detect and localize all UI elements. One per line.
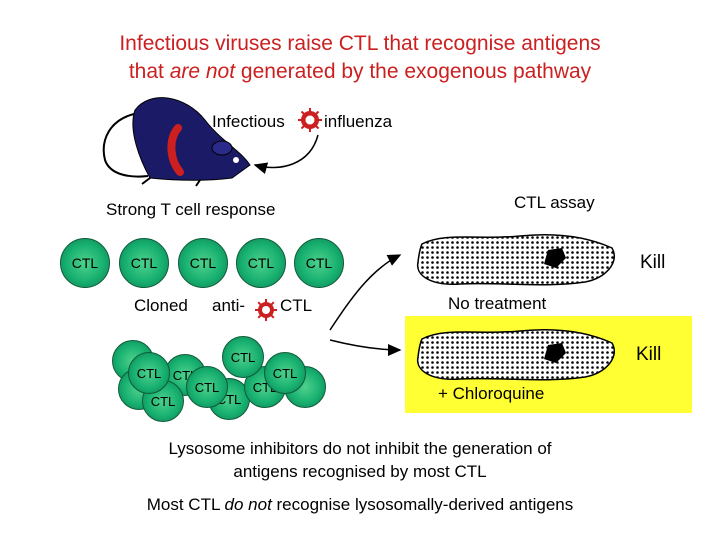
- mouse-icon: [102, 97, 251, 187]
- conclusion-line-3: Most CTL do not recognise lysosomally-de…: [146, 495, 574, 514]
- cloned-ctl-label: CTL: [280, 296, 313, 315]
- conclusion-emphasis: do not: [224, 495, 272, 514]
- ctl-assay-label: CTL assay: [514, 193, 595, 212]
- ctl-cell: CTL: [294, 238, 344, 288]
- cloned-label: Cloned: [134, 296, 188, 315]
- no-treatment-label: No treatment: [448, 294, 547, 313]
- title-emphasis: are not: [169, 60, 236, 83]
- target-cell-chloroquine: [417, 329, 615, 381]
- cloned-ctl-cell: CTL: [128, 352, 170, 394]
- anti-label: anti-: [212, 296, 246, 315]
- conclusion-line-1: Lysosome inhibitors do not inhibit the g…: [168, 439, 552, 458]
- ctl-cell: CTL: [60, 238, 110, 288]
- ctl-cell: CTL: [119, 238, 169, 288]
- conclusion-line-2: antigens recognised by most CTL: [233, 462, 487, 481]
- arrow-to-no-treatment: [329, 254, 402, 331]
- arrow-to-chloroquine: [329, 339, 402, 356]
- cloned-ctl-cell: CTL: [186, 366, 228, 408]
- cloned-ctl-cell: CTL: [264, 352, 306, 394]
- ctl-cell: CTL: [236, 238, 286, 288]
- kill-label-top: Kill: [640, 252, 666, 273]
- infection-arrow: [253, 134, 319, 175]
- virus-icon-small: [255, 299, 277, 321]
- chloroquine-label: + Chloroquine: [438, 384, 545, 403]
- kill-label-bottom: Kill: [636, 344, 662, 365]
- target-cell-no-treatment: [417, 234, 615, 286]
- title-line-2: that are not generated by the exogenous …: [128, 60, 592, 83]
- infectious-label: Infectious: [212, 112, 285, 131]
- title-line-1: Infectious viruses raise CTL that recogn…: [119, 32, 601, 55]
- cloned-ctl-cell: CTL: [222, 336, 264, 378]
- virus-icon: [298, 108, 322, 132]
- strong-response-label: Strong T cell response: [106, 200, 276, 219]
- ctl-cell: CTL: [178, 238, 228, 288]
- influenza-label: influenza: [324, 112, 393, 131]
